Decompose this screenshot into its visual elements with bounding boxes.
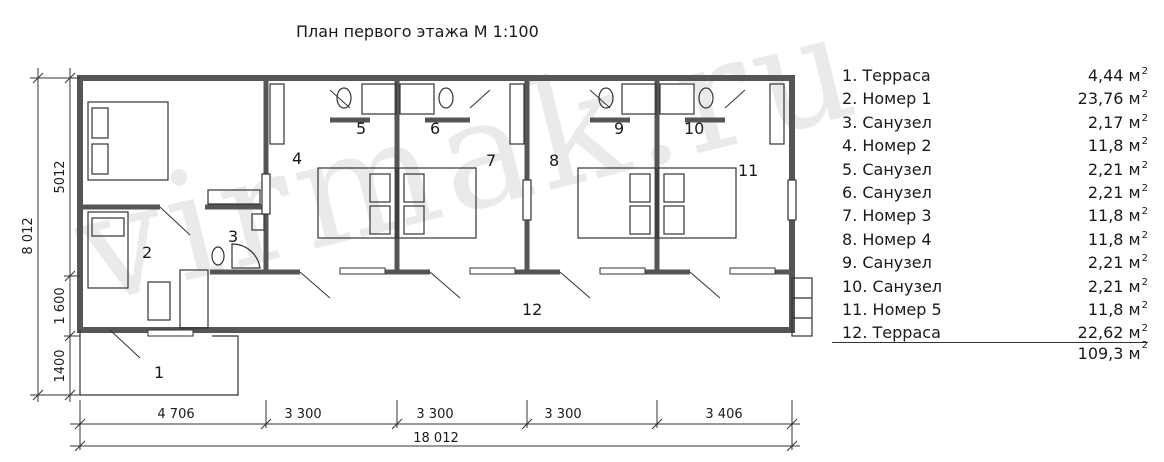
sink [399,83,435,115]
shower [231,243,261,269]
terrace-12-step [791,277,813,337]
toilet [598,87,614,109]
room-label: 1 [154,363,164,382]
dimension-label: 3 300 [544,407,581,422]
room-label: 3 [228,227,238,246]
wardrobe [207,189,261,205]
dimension-label: 1 600 [53,287,68,324]
wardrobe [509,83,525,145]
dimension-label: 3 300 [284,407,321,422]
room-label: 5 [356,119,366,138]
plan-title: План первого этажа М 1:100 [296,22,539,41]
toilet [698,87,714,109]
bed [317,167,397,239]
room-label: 6 [430,119,440,138]
room-label: 8 [549,151,559,170]
room-label: 2 [142,243,152,262]
dimension-label: 18 012 [413,431,459,446]
room-label: 4 [292,149,302,168]
room-label: 11 [738,161,758,180]
dimension-label: 3 406 [705,407,742,422]
terrace-1-outline [79,330,239,396]
room-label: 9 [614,119,624,138]
sink [621,83,657,115]
dimension-label: 1400 [53,349,68,382]
bed [577,167,657,239]
legend-divider [832,342,1148,343]
room-label: 12 [522,300,542,319]
dimension-label: 8 012 [21,217,36,254]
outer-wall [77,75,795,333]
room-label: 10 [684,119,704,138]
bed [657,167,737,239]
sink [251,213,265,231]
total-area: 109,3 м2 [1077,340,1148,363]
toilet [438,87,454,109]
wardrobe [269,83,285,145]
sink [659,83,695,115]
wardrobe [769,83,785,145]
bed [397,167,477,239]
dimension-label: 4 706 [157,407,194,422]
toilet [336,87,352,109]
sink [361,83,397,115]
dimension-label: 3 300 [416,407,453,422]
cabinet [179,269,209,329]
room-label: 7 [486,151,496,170]
table [147,281,171,321]
toilet [211,246,225,266]
bed [87,211,129,289]
dimension-label: 5012 [53,160,68,193]
bed [87,101,169,181]
